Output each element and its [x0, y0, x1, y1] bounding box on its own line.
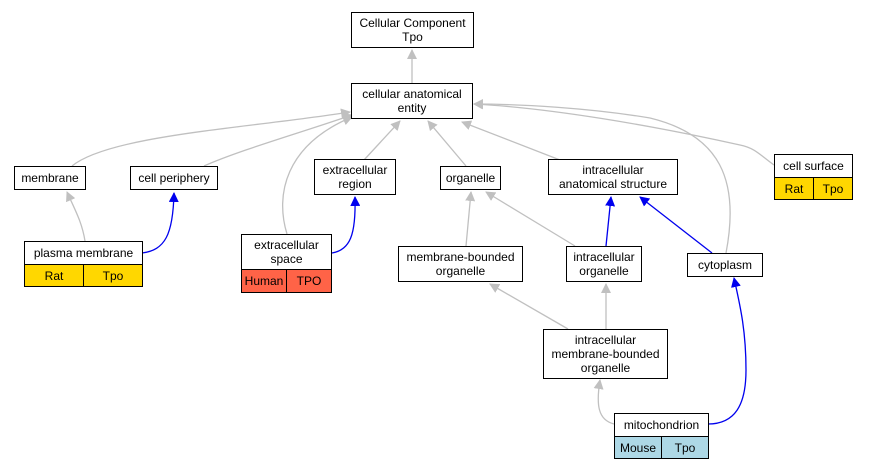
edge-cytoplasm-to-cae: [473, 99, 731, 254]
node-cell-surface[interactable]: cell surface: [774, 154, 853, 178]
node-membrane-bounded-organelle[interactable]: membrane-bounded organelle: [398, 246, 523, 282]
species-label: Rat: [44, 268, 64, 283]
node-cellular-component-root[interactable]: Cellular Component Tpo: [351, 12, 474, 48]
mitochondrion-annotation: Mouse Tpo: [614, 436, 709, 459]
gene-label: Tpo: [661, 437, 708, 458]
node-extracellular-space[interactable]: extracellular space: [241, 234, 332, 270]
gene-label: Tpo: [813, 178, 852, 199]
edge-cell-periphery-to-cae: [203, 113, 353, 167]
edge-ias-to-cae: [461, 120, 561, 161]
edge-extracellular-space-to-cae: [281, 115, 353, 235]
node-extracellular-region[interactable]: extracellular region: [314, 159, 396, 195]
edge-mbo-to-organelle: [465, 191, 476, 247]
edge-mitochondrion-to-cytoplasm: [707, 277, 747, 425]
node-intracellular-membrane-bounded-organelle[interactable]: intracellular membrane-bounded organelle: [543, 329, 668, 379]
edge-plasma-membrane-to-membrane: [66, 191, 86, 242]
edge-organelle-to-cae: [427, 120, 467, 167]
node-cytoplasm[interactable]: cytoplasm: [687, 253, 763, 277]
gene-label: TPO: [286, 270, 331, 292]
node-membrane[interactable]: membrane: [14, 166, 86, 190]
edge-cell-surface-to-cae: [473, 99, 775, 166]
species-label: Human: [244, 274, 284, 288]
edge-imbo-to-mbo: [489, 283, 569, 330]
gene-label: Tpo: [83, 265, 142, 286]
node-intracellular-organelle[interactable]: intracellular organelle: [566, 246, 642, 282]
edge-extracellular-region-to-cae: [363, 120, 401, 161]
node-cellular-anatomical-entity[interactable]: cellular anatomical entity: [351, 83, 473, 119]
edge-cytoplasm-to-ias: [639, 196, 713, 254]
node-organelle[interactable]: organelle: [440, 166, 501, 190]
node-plasma-membrane[interactable]: plasma membrane: [24, 241, 143, 265]
species-label: Rat: [784, 181, 804, 196]
extracellular-space-annotation: Human TPO: [241, 269, 332, 293]
edge-extracellular-space-to-extracellular-region: [331, 196, 361, 254]
node-intracellular-anatomical-structure[interactable]: intracellular anatomical structure: [548, 159, 678, 195]
edge-mitochondrion-to-imbo: [593, 379, 615, 425]
node-mitochondrion[interactable]: mitochondrion: [614, 413, 709, 437]
edge-intracellular-organelle-to-organelle: [485, 191, 576, 247]
node-cell-periphery[interactable]: cell periphery: [130, 166, 218, 190]
plasma-membrane-annotation: Rat Tpo: [24, 264, 143, 287]
edge-plasma-membrane-to-cell-periphery: [141, 192, 179, 254]
species-label: Mouse: [619, 440, 657, 455]
edge-intracellular-organelle-to-ias: [605, 196, 616, 247]
cell-surface-annotation: Rat Tpo: [774, 177, 853, 200]
edge-membrane-to-cae: [71, 108, 351, 167]
